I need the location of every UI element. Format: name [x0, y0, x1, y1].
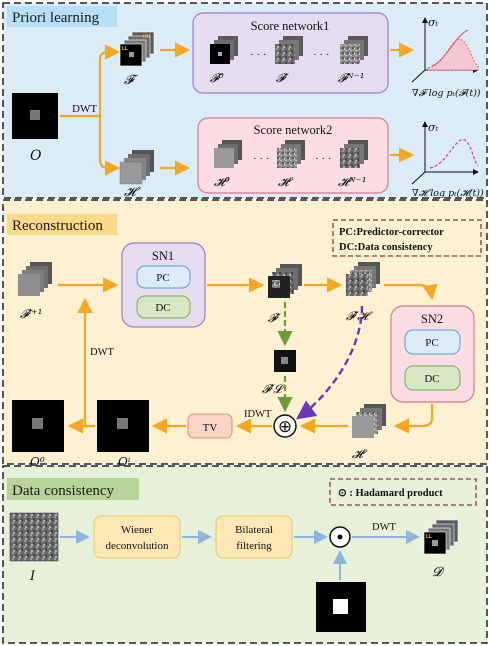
sn1-dots-2: · · ·	[313, 49, 330, 61]
sn1-pc-label: PC	[156, 272, 169, 284]
legend-dc: DC:Data consistency	[339, 242, 433, 253]
sn2-item-0: 𝓗⁰	[214, 175, 230, 189]
sn2-dc-box	[404, 365, 461, 391]
sn2-dots-2: · · ·	[315, 153, 332, 165]
measured-image-i	[9, 512, 59, 562]
f-h-stack	[346, 262, 380, 296]
f-i-label: 𝓕ⁱ	[268, 311, 281, 325]
d-ll-tag: LL	[426, 534, 432, 540]
f-l-object	[281, 357, 288, 364]
f-h-label: 𝓕ⁱ𝓗	[346, 309, 373, 323]
sn1-item-n: 𝓕ᴺ⁻¹	[338, 71, 365, 85]
sn1-dc-box	[136, 295, 191, 319]
recon-legend-box	[332, 219, 482, 257]
sn2-pc-box	[404, 329, 461, 355]
dc-legend-box	[329, 478, 477, 506]
legend-pc: PC:Predictor-corrector	[339, 227, 444, 238]
sn1-dc-label: DC	[155, 302, 170, 314]
f-subband-stack: LL HH	[119, 31, 155, 67]
split-arrow-down	[98, 116, 121, 176]
f-hh-tag: HH	[143, 34, 151, 40]
d-subband-stack: LL	[423, 519, 459, 555]
dc-title: Data consistency	[12, 483, 115, 499]
oi-label: Oⁱ	[118, 455, 131, 469]
dwt-label-priori: DWT	[72, 103, 97, 115]
sn2-item-i: 𝓗ⁱ	[278, 175, 294, 189]
input-image-o-object	[30, 110, 40, 120]
sn1-item-i: 𝓕ⁱ	[276, 71, 289, 85]
oi-object	[117, 418, 128, 429]
hadamard-dot	[337, 534, 343, 540]
h-subband-stack	[119, 150, 154, 185]
sum-symbol: ⊕	[278, 417, 292, 437]
sn2-pc-label: PC	[425, 337, 438, 349]
input-i-label: I	[29, 569, 36, 584]
dwt-label-dc: DWT	[372, 522, 396, 533]
sn1-stack-n	[340, 36, 368, 64]
sn2-dots-1: · · ·	[253, 153, 270, 165]
score-network2-title: Score network2	[254, 123, 333, 137]
sigma-label-1: σₜ	[428, 16, 439, 29]
f-next-stack	[18, 262, 52, 296]
sn1-pc-box	[136, 265, 191, 289]
f-ll-tag: LL	[122, 46, 128, 52]
bilateral-line1: Bilateral	[235, 524, 273, 536]
idwt-label: IDWT	[244, 409, 272, 420]
sn2-dc-label: DC	[424, 373, 439, 385]
sampling-mask-window	[333, 599, 348, 614]
recon-title: Reconstruction	[12, 218, 103, 234]
grad-label-2: ∇𝓗 log pₜ(𝓗(t))	[412, 188, 484, 199]
f-next-label: 𝓕ⁱ⁺¹	[20, 307, 42, 321]
sn2-stack-n	[340, 140, 368, 168]
wiener-line1: Wiener	[121, 524, 153, 536]
tv-label: TV	[203, 422, 218, 434]
sn1-dots-1: · · ·	[250, 49, 267, 61]
score-network1-title: Score network1	[251, 19, 330, 33]
arrow-sn2-to-hi	[393, 404, 434, 434]
dc-legend: ⊙ : Hadamard product	[338, 488, 443, 499]
output-d-label: 𝓓	[432, 565, 445, 580]
sum-node	[273, 414, 297, 438]
sn1-title: SN1	[152, 249, 174, 263]
sn1-stack-0	[210, 36, 238, 64]
split-arrow-up	[98, 44, 121, 116]
wiener-box	[93, 515, 181, 559]
h-i-stack	[352, 404, 386, 438]
bilateral-box	[215, 515, 293, 559]
distribution-plot-1: σₜ	[411, 16, 479, 83]
recon-title-tab	[7, 214, 117, 235]
priori-title-tab	[7, 6, 117, 27]
priori-title: Priori learning	[12, 10, 100, 26]
grad-label-1: ∇𝓕 log pₜ(𝓕(t))	[412, 88, 481, 99]
o0-label: O⁰	[30, 455, 45, 469]
dwt-label-recon: DWT	[90, 347, 114, 358]
sn2-stack-0	[214, 140, 242, 168]
h-i-label: 𝓗ⁱ	[352, 447, 368, 461]
f-i-stack	[268, 264, 302, 298]
bilateral-line2: filtering	[236, 540, 272, 552]
sn1-item-0: 𝓕⁰	[210, 71, 224, 85]
input-o-label: O	[30, 148, 42, 164]
f-l-label: 𝓕ⁱ𝓛	[262, 382, 285, 396]
sn1-stack-i	[275, 36, 303, 64]
sigma-label-2: σₜ	[428, 121, 439, 134]
distribution-plot-2: σₜ	[411, 121, 479, 185]
arrow-fh-to-plus	[296, 305, 364, 420]
sn2-stack-i	[277, 140, 305, 168]
sn2-item-n: 𝓗ᴺ⁻¹	[338, 175, 367, 189]
tv-box	[187, 413, 233, 439]
o0-object	[32, 418, 43, 429]
sn2-title: SN2	[421, 312, 443, 326]
wiener-line2: deconvolution	[106, 540, 169, 552]
arrow-fh-to-sn2	[384, 283, 438, 301]
dc-title-tab	[7, 478, 139, 500]
